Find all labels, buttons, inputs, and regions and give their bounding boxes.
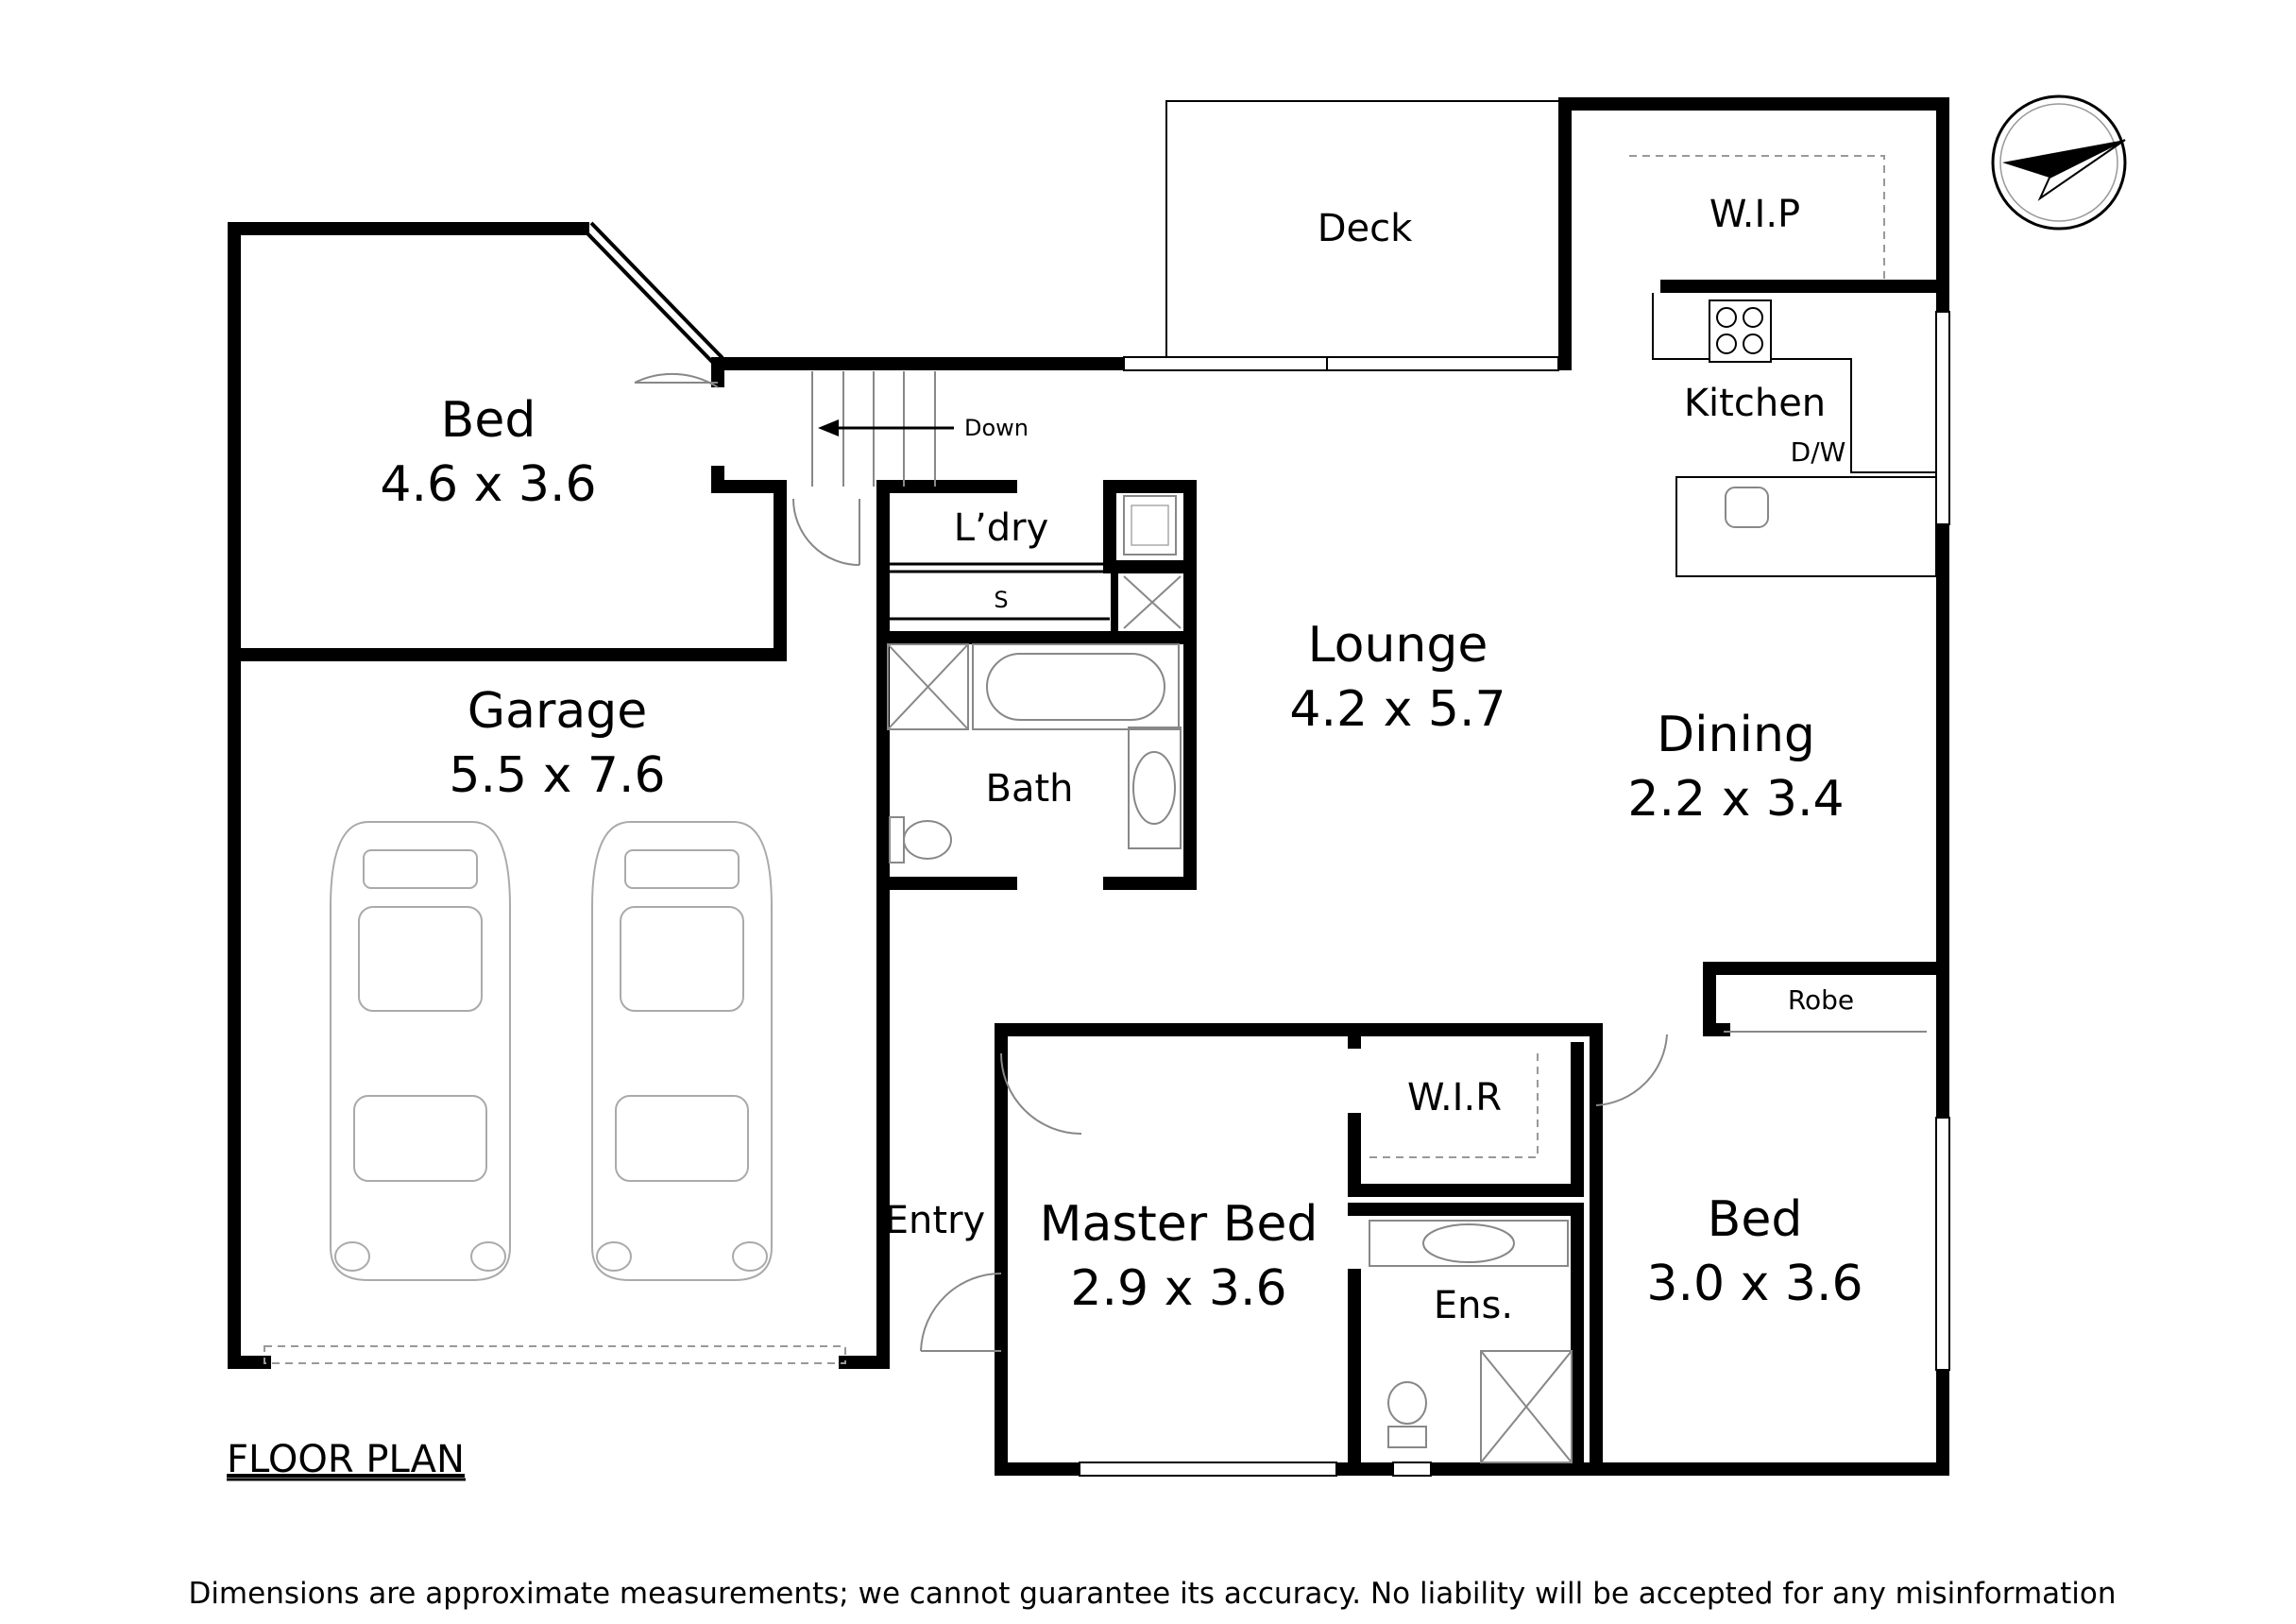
car-icon (330, 821, 511, 1281)
wir-shelf (1369, 1049, 1539, 1158)
disclaimer: Dimensions are approximate measurements;… (188, 1577, 2116, 1611)
dining-name: Dining (1657, 707, 1815, 763)
dining-dims: 2.2 x 3.4 (1627, 771, 1844, 828)
stair-arrow-icon (818, 419, 954, 436)
deck-name: Deck (1318, 207, 1413, 250)
shower-icon (887, 643, 969, 730)
ens-name: Ens. (1434, 1284, 1513, 1327)
plan-title: FLOOR PLAN (227, 1438, 465, 1481)
sink-icon (1725, 487, 1769, 528)
garage-door (264, 1345, 846, 1364)
ensuite-shower (1480, 1350, 1573, 1463)
laundry-s: S (994, 587, 1008, 613)
bed1-dims: 4.6 x 3.6 (380, 456, 596, 513)
stove-icon (1709, 299, 1772, 363)
ensuite-toilet (1387, 1381, 1427, 1448)
kitchen-bench (1652, 293, 1937, 577)
compass-icon (1991, 94, 2127, 231)
entry-name: Entry (885, 1199, 985, 1242)
stairs-label: Down (964, 415, 1029, 441)
interior-walls (228, 364, 1949, 1476)
lounge-name: Lounge (1308, 617, 1488, 674)
bed1-name: Bed (441, 392, 536, 449)
master-name: Master Bed (1040, 1196, 1318, 1253)
door-swings (634, 372, 1668, 1352)
ensuite-vanity (1369, 1220, 1569, 1267)
wir-name: W.I.R (1407, 1076, 1502, 1120)
kitchen-name: Kitchen (1684, 382, 1826, 425)
garage-dims: 5.5 x 7.6 (449, 747, 665, 804)
bath-name: Bath (986, 767, 1074, 811)
laundry-name: L’dry (954, 506, 1049, 550)
bathtub-icon (972, 643, 1180, 730)
wip-shelf (1629, 155, 1885, 280)
bed2-name: Bed (1708, 1191, 1803, 1248)
master-dims: 2.9 x 3.6 (1070, 1260, 1286, 1317)
toilet-icon (889, 816, 952, 863)
lounge-dims: 4.2 x 5.7 (1289, 681, 1505, 738)
garage-name: Garage (468, 683, 647, 740)
laundry-tub (1123, 495, 1177, 556)
wip-name: W.I.P (1709, 193, 1800, 236)
bed2-dims: 3.0 x 3.6 (1646, 1256, 1862, 1312)
laundry-box (1123, 575, 1182, 629)
vanity (1128, 727, 1182, 849)
windows (1079, 311, 1950, 1477)
robe-name: Robe (1788, 984, 1854, 1016)
car-icon-2 (591, 821, 773, 1281)
kitchen-dw: D/W (1791, 436, 1846, 468)
